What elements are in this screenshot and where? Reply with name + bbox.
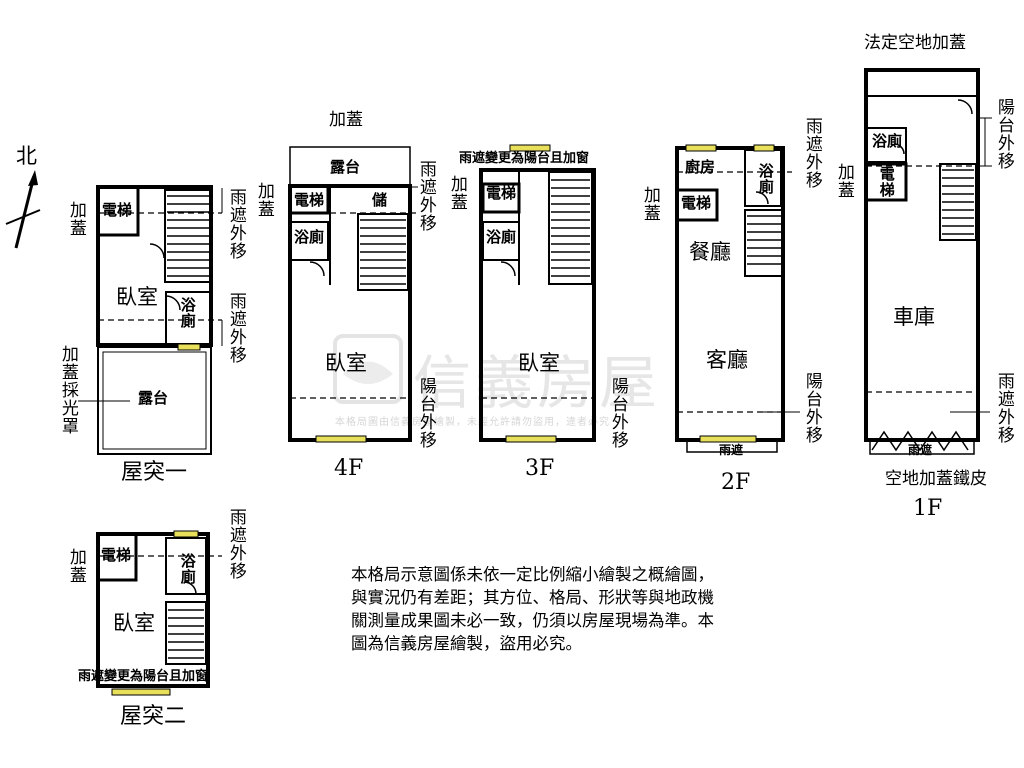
floor-label-3f: 3F <box>525 456 555 481</box>
floor-label-2f: 2F <box>721 470 751 495</box>
stairs <box>167 169 974 659</box>
annotation-legal-open-addition: 法定空地加蓋 <box>864 33 966 53</box>
room-elevator: 電梯 <box>877 166 896 198</box>
annotation-addition: 加蓋 <box>446 175 467 211</box>
watermark-notice: 本格局圖由信義房屋繪製，未經允許請勿盜用，違者必究 <box>335 417 610 428</box>
room-bathroom: 浴廁 <box>872 132 903 150</box>
room-bathroom: 浴廁 <box>486 228 517 246</box>
callout-lines <box>78 117 992 413</box>
annotation-balcony-out: 陽台外移 <box>607 377 628 449</box>
floor-label-4f: 4F <box>334 456 364 481</box>
annotation-awning-out: 雨遮外移 <box>801 117 822 189</box>
room-bathroom: 浴廁 <box>756 163 775 195</box>
room-bedroom: 臥室 <box>325 351 367 375</box>
room-bedroom: 臥室 <box>113 611 155 635</box>
annotation-awning-out: 雨遮外移 <box>225 508 246 580</box>
room-bathroom: 浴廁 <box>294 228 325 246</box>
floor-label-roof-2: 屋突二 <box>120 704 187 729</box>
annotation-addition: 加蓋 <box>639 186 660 222</box>
room-terrace: 露台 <box>138 389 169 407</box>
floor-label-1f: 1F <box>913 496 943 521</box>
annotation-balcony-out: 陽台外移 <box>993 98 1014 170</box>
garage-door <box>871 430 969 452</box>
doors <box>149 99 973 595</box>
room-elevator: 電梯 <box>102 201 133 219</box>
compass-label: 北 <box>16 144 37 168</box>
room-elevator: 電梯 <box>486 184 517 202</box>
plan-floor-3f <box>479 168 596 442</box>
room-garage: 車庫 <box>893 305 935 329</box>
dashed-lines <box>98 165 978 557</box>
annotation-addition: 加蓋 <box>253 182 274 218</box>
watermark-logo <box>333 334 403 408</box>
room-storage: 儲 <box>372 191 388 209</box>
room-elevator: 電梯 <box>681 194 712 212</box>
compass <box>5 170 41 249</box>
annotation-awning-out: 雨遮外移 <box>225 292 246 364</box>
room-elevator: 電梯 <box>294 191 325 209</box>
label-awning: 雨遮 <box>719 443 744 457</box>
room-elevator: 電梯 <box>101 546 132 564</box>
windows <box>111 144 775 696</box>
room-kitchen: 廚房 <box>685 158 716 176</box>
annotation-awning-out: 雨遮外移 <box>415 160 436 232</box>
annotation-addition: 加蓋 <box>65 201 86 237</box>
annotation-skylight: 加蓋採光罩 <box>57 345 78 435</box>
plan-roof-2 <box>96 532 210 688</box>
annotation-awning-out: 雨遮外移 <box>993 372 1014 444</box>
room-bathroom: 浴廁 <box>178 297 197 329</box>
room-terrace: 露台 <box>330 158 361 176</box>
label-awning: 雨遮 <box>908 443 933 457</box>
disclaimer-text: 本格局示意圖係未依一定比例縮小繪製之概繪圖，與實況仍有差距；其方位、格局、形狀等… <box>351 565 714 653</box>
annotation-awning-out: 雨遮外移 <box>225 188 246 260</box>
annotation-balcony-out: 陽台外移 <box>415 377 436 449</box>
annotation-open-iron-roof: 空地加蓋鐵皮 <box>885 469 987 489</box>
floor-label-roof-1: 屋突一 <box>121 460 188 485</box>
annotation-addition: 加蓋 <box>65 548 86 584</box>
annotation-addition: 加蓋 <box>329 110 363 130</box>
watermark-brand: 信義房屋 <box>413 349 662 417</box>
annotation-balcony-out: 陽台外移 <box>801 372 822 444</box>
plan-floor-1f <box>864 68 980 455</box>
annotation-awning-to-balcony: 雨遮變更為陽台且加窗 <box>78 669 209 684</box>
room-bedroom: 臥室 <box>116 285 158 309</box>
plan-roof-1 <box>96 185 213 455</box>
annotation-addition: 加蓋 <box>833 163 854 199</box>
room-dining: 餐廳 <box>689 240 731 264</box>
room-bathroom: 浴廁 <box>178 553 197 585</box>
room-living: 客廳 <box>706 348 748 372</box>
annotation-awning-to-balcony: 雨遮變更為陽台且加窗 <box>459 151 590 166</box>
room-bedroom: 臥室 <box>518 351 560 375</box>
